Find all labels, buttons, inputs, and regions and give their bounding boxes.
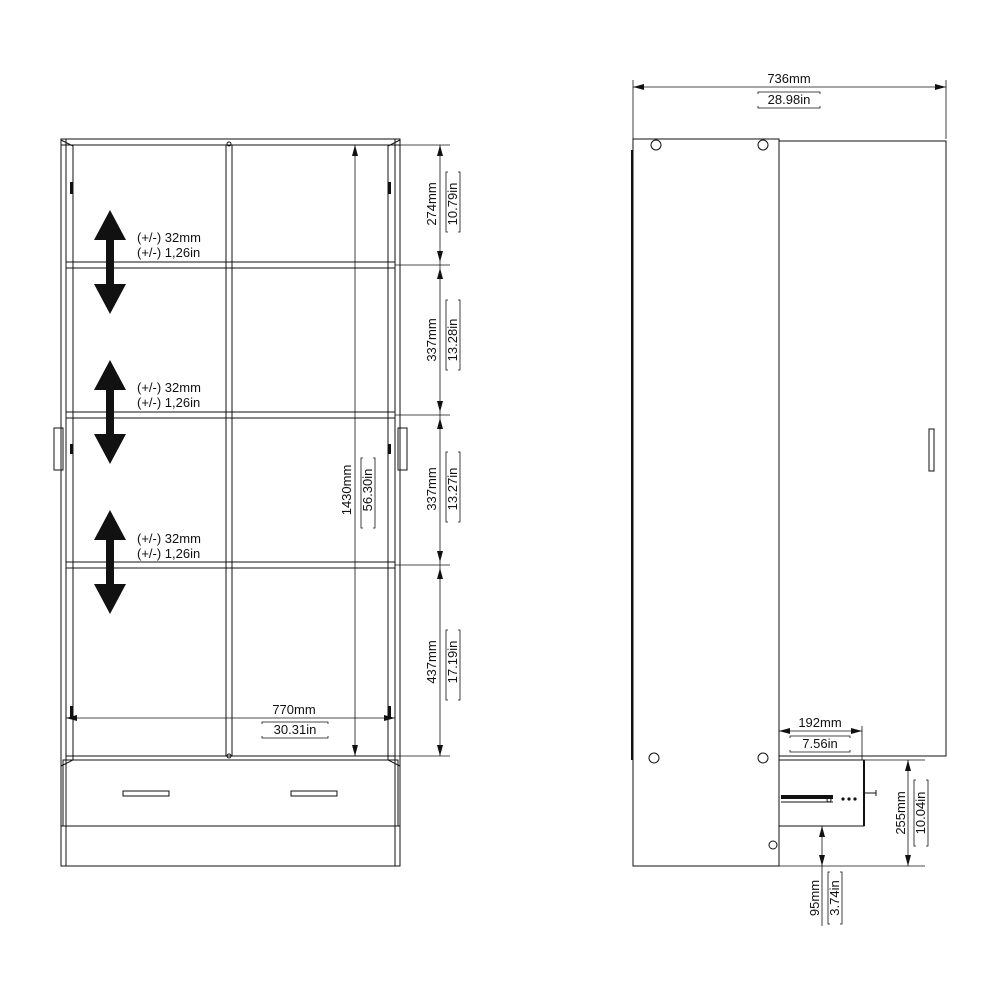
dim-337-mm: 337mm [424, 318, 439, 361]
hinge-icon [70, 444, 73, 454]
dim-95-in: 3.74in [827, 880, 842, 915]
left-door-handle [53, 427, 64, 471]
dim-192-in: 7.56in [802, 736, 837, 751]
up-down-arrow-icon [94, 360, 126, 464]
dim-736-mm: 736mm [767, 71, 810, 86]
depth-dimension [632, 80, 947, 139]
front-carcass-outline [60, 138, 401, 867]
right-door-handle [397, 427, 408, 471]
compartment-dimension-chain [395, 144, 461, 757]
hinge-icon [388, 182, 391, 194]
hinge-icon [388, 706, 391, 718]
dim-770-in: 30.31in [274, 722, 317, 737]
dim-95-mm: 95mm [807, 880, 822, 916]
dim-1430-mm: 1430mm [339, 465, 354, 516]
dim-736-in: 28.98in [768, 92, 811, 107]
cam-hole [648, 752, 660, 764]
shelf-adjust-mm: (+/-) 32mm [137, 230, 201, 245]
shelf-2 [65, 411, 396, 419]
drawer-runner [781, 795, 833, 799]
dim-337b-in: 13.27in [445, 468, 460, 511]
drawer-handle-right [290, 790, 338, 797]
dim-274-mm: 274mm [424, 182, 439, 225]
up-down-arrow-icon [94, 510, 126, 614]
shelf-adjust-in: (+/-) 1,26in [137, 395, 200, 410]
dim-255-mm: 255mm [893, 791, 908, 834]
dim-770-mm: 770mm [272, 702, 315, 717]
side-view: 736mm 28.98in 192mm 7.56in 255mm 10.04in [631, 71, 947, 926]
shelf-adjust-mm: (+/-) 32mm [137, 531, 201, 546]
hinge-icon [70, 706, 73, 718]
front-view: (+/-) 32mm (+/-) 1,26in (+/-) 32mm (+/-)… [53, 138, 461, 867]
shelf-1 [65, 261, 396, 269]
drawer-depth-dimension [779, 726, 863, 760]
inner-height-dimension [352, 145, 376, 756]
cam-hole [757, 139, 769, 151]
up-down-arrow-icon [94, 210, 126, 314]
dim-1430-in: 56.30in [360, 469, 375, 512]
plinth-height-dimension [816, 825, 864, 926]
dim-437-mm: 437mm [424, 640, 439, 683]
shelf-adjust-in: (+/-) 1,26in [137, 245, 200, 260]
dim-337-in: 13.28in [445, 319, 460, 362]
side-panel [632, 138, 780, 867]
drawer-height-dimension [779, 759, 929, 867]
dim-337b-mm: 337mm [424, 467, 439, 510]
drawer-handle-left [122, 790, 170, 797]
drawer-front [62, 759, 399, 827]
cam-hole [768, 840, 778, 850]
shelf-adjust-arrows [94, 210, 126, 614]
hinge-icon [70, 182, 73, 194]
inner-width-dimension [66, 715, 395, 739]
shelf-adjust-mm: (+/-) 32mm [137, 380, 201, 395]
open-drawer [778, 759, 877, 827]
dim-437-in: 17.19in [445, 641, 460, 684]
dim-192-mm: 192mm [798, 715, 841, 730]
dim-255-in: 10.04in [913, 792, 928, 835]
cam-hole [757, 752, 769, 764]
open-door [778, 140, 947, 757]
hinge-icon [388, 444, 391, 454]
cam-hole [650, 139, 662, 151]
dim-274-in: 10.79in [445, 183, 460, 226]
hinges [60, 139, 401, 767]
door-handle [928, 428, 935, 472]
shelf-3 [65, 561, 396, 569]
shelf-adjust-in: (+/-) 1,26in [137, 546, 200, 561]
